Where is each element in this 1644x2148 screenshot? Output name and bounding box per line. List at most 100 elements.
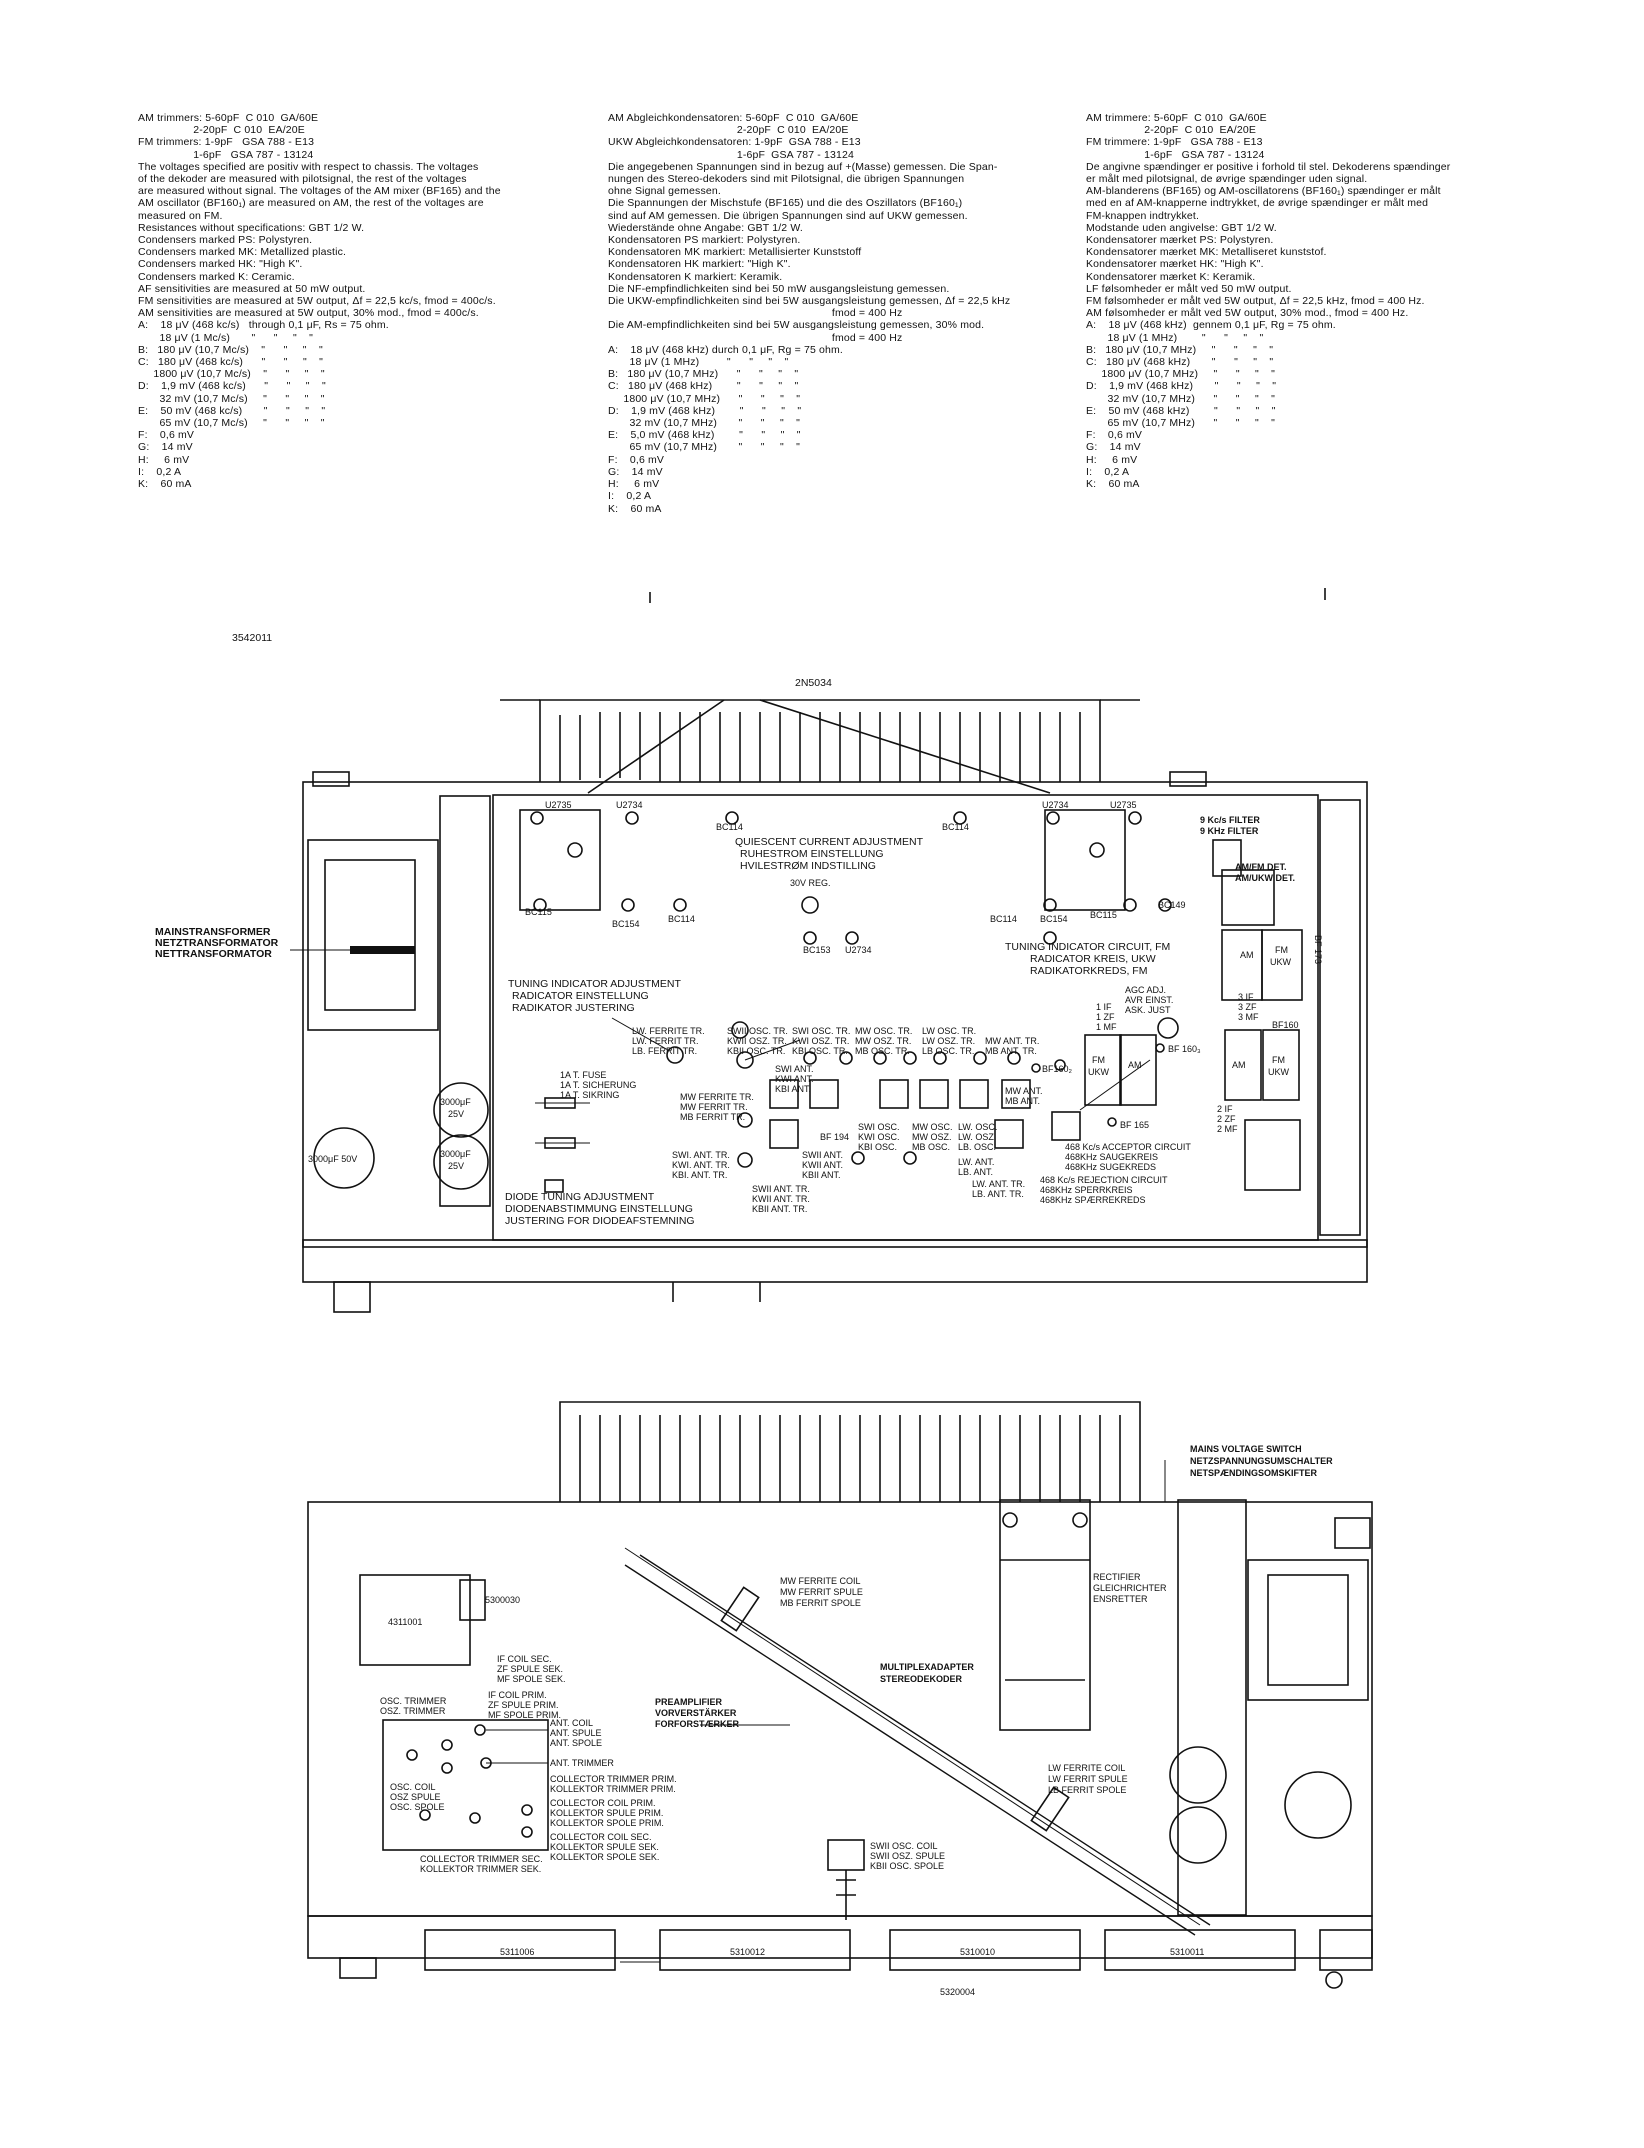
- label-if-coil-sec-3: MF SPOLE SEK.: [497, 1674, 566, 1684]
- label-osc-coil-1: OSC. COIL: [390, 1782, 436, 1792]
- notes-de-line: 1-6pF GSA 787 - 13124: [608, 148, 854, 161]
- notes-da-line: F: 0,6 mV: [1086, 429, 1143, 442]
- label-ant-coil-3: ANT. SPOLE: [550, 1738, 602, 1748]
- label-lw-osc2-1: LW. OSC.: [958, 1122, 997, 1132]
- notes-da-line: G: 14 mV: [1086, 441, 1141, 454]
- label-diode-1: DIODE TUNING ADJUSTMENT: [505, 1191, 655, 1203]
- label-mw-osc-2: MW OSZ. TR.: [855, 1036, 911, 1046]
- label-mains-switch-3: NETSPÆNDINGSOMSKIFTER: [1190, 1468, 1318, 1478]
- label-collector-coil-prim-3: KOLLEKTOR SPOLE PRIM.: [550, 1818, 664, 1828]
- label-mw-ferrite-3: MB FERRIT TR.: [680, 1112, 745, 1122]
- notes-en-line: The voltages specified are positiv with …: [138, 160, 479, 173]
- notes-en-line: AM oscillator (BF160₁) are measured on A…: [138, 197, 484, 210]
- notes-da-line: 65 mV (10,7 MHz) " " " ": [1086, 417, 1275, 430]
- label-ant-coil-1: ANT. COIL: [550, 1718, 593, 1728]
- notes-en-line: Condensers marked K: Ceramic.: [138, 270, 295, 283]
- label-mw-ant-tr-2: MB ANT. TR.: [985, 1046, 1037, 1056]
- notes-de-line: Die AM-empfindlichkeiten sind bei 5W aus…: [608, 319, 985, 332]
- label-fuse-1: 1A T. FUSE: [560, 1070, 606, 1080]
- notes-da-line: FM følsomheder er målt ved 5W output, Δf…: [1086, 295, 1425, 308]
- label-4311001: 4311001: [388, 1617, 422, 1627]
- notes-da-line: FM trimmere: 1-9pF GSA 788 - E13: [1086, 136, 1263, 149]
- notes-en-line: 18 μV (1 Mc/s) " " " ": [138, 331, 314, 344]
- label-cap2: 3000μF 50V: [308, 1154, 357, 1164]
- label-lw-ant-1: LW. ANT.: [958, 1157, 994, 1167]
- notes-da-line: Kondensatorer mærket HK: "High K".: [1086, 258, 1264, 271]
- label-collector-trimmer-prim-2: KOLLEKTOR TRIMMER PRIM.: [550, 1784, 676, 1794]
- label-mw-osc-1: MW OSC. TR.: [855, 1026, 912, 1036]
- notes-en-line: E: 50 mV (468 kc/s) " " " ": [138, 404, 326, 417]
- label-5310011: 5310011: [1170, 1947, 1204, 1957]
- label-mw-osc2-2: MW OSZ.: [912, 1132, 952, 1142]
- label-bc149: BC149: [1158, 900, 1186, 910]
- notes-en-line: FM trimmers: 1-9pF GSA 788 - E13: [138, 136, 315, 149]
- notes-de-line: nungen des Stereo-dekoders sind mit Pilo…: [608, 173, 965, 186]
- notes-en-line: A: 18 μV (468 kc/s) through 0,1 μF, Rs =…: [138, 319, 389, 332]
- label-collector-trimmer-sec-1: COLLECTOR TRIMMER SEC.: [420, 1854, 543, 1864]
- label-lw-ant-2: LB. ANT.: [958, 1167, 993, 1177]
- label-if2-2: 2 ZF: [1217, 1114, 1236, 1124]
- notes-danish: AM trimmere: 5-60pF C 010 GA/60E 2-20pF …: [1086, 112, 1536, 490]
- label-acceptor-2: 468KHz SAUGEKREIS: [1065, 1152, 1158, 1162]
- notes-en-line: Condensers marked PS: Polystyren.: [138, 234, 313, 247]
- notes-en-line: H: 6 mV: [138, 453, 190, 466]
- label-collector-coil-sec-3: KOLLEKTOR SPOLE SEK.: [550, 1852, 659, 1862]
- label-preamp-1: PREAMPLIFIER: [655, 1697, 723, 1707]
- label-filter-2: 9 KHz FILTER: [1200, 826, 1259, 836]
- notes-da-line: AM trimmere: 5-60pF C 010 GA/60E: [1086, 112, 1267, 124]
- notes-en-line: AM sensitivities are measured at 5W outp…: [138, 307, 479, 320]
- label-lw-ant-tr-2: LB. ANT. TR.: [972, 1189, 1024, 1199]
- label-tuning-circuit-3: RADIKATORKREDS, FM: [1030, 965, 1147, 977]
- notes-en-line: Condensers marked HK: "High K".: [138, 258, 303, 271]
- label-collector-coil-prim-1: COLLECTOR COIL PRIM.: [550, 1798, 656, 1808]
- label-mw-ant-1: MW ANT.: [1005, 1086, 1043, 1096]
- label-amfm-det-1: AM/FM DET.: [1235, 862, 1287, 872]
- label-lw-ferrite-coil-3: LB FERRIT SPOLE: [1048, 1785, 1126, 1795]
- label-sw1-osc-2: KWI OSZ. TR.: [792, 1036, 849, 1046]
- label-bc154-b: BC154: [1040, 914, 1068, 924]
- label-rejection-1: 468 Kc/s REJECTION CIRCUIT: [1040, 1175, 1168, 1185]
- label-osc-coil-2: OSZ SPULE: [390, 1792, 441, 1802]
- label-lw-ferrite-2: LW. FERRIT TR.: [632, 1036, 699, 1046]
- notes-da-line: med en af AM-knapperne indtrykket, de øv…: [1086, 197, 1429, 210]
- notes-da-line: A: 18 μV (468 kHz) gennem 0,1 μF, Rg = 7…: [1086, 319, 1336, 332]
- label-sw2-osc-1: SWII OSC. TR.: [727, 1026, 788, 1036]
- label-u2734-left: U2734: [616, 800, 643, 810]
- label-lw-osc-1: LW OSC. TR.: [922, 1026, 976, 1036]
- notes-de-line: E: 5,0 mV (468 kHz) " " " ": [608, 429, 801, 442]
- label-sw2-osc-3: KBII OSC. TR.: [727, 1046, 785, 1056]
- label-if-coil-prim-3: MF SPOLE PRIM.: [488, 1710, 561, 1720]
- label-tuning-adjust-2: RADICATOR EINSTELLUNG: [512, 990, 649, 1002]
- label-am-2: AM: [1232, 1060, 1246, 1070]
- label-agc-2: AVR EINST.: [1125, 995, 1173, 1005]
- label-lw-ferrite-3: LB. FERRIT TR.: [632, 1046, 697, 1056]
- label-5311006: 5311006: [500, 1947, 534, 1957]
- notes-en-line: 32 mV (10,7 Mc/s) " " " ": [138, 392, 325, 405]
- label-sw2-osc-coil-2: SWII OSZ. SPULE: [870, 1851, 945, 1861]
- notes-de-line: fmod = 400 Hz: [608, 307, 903, 320]
- label-sw1-ant-1: SWI ANT.: [775, 1064, 814, 1074]
- label-bf160-3: BF 160₃: [1168, 1044, 1201, 1054]
- label-5320004: 5320004: [940, 1987, 975, 1997]
- label-bc115-b: BC115: [1090, 910, 1117, 920]
- notes-en-line: Resistances without specifications: GBT …: [138, 221, 365, 234]
- notes-de-line: K: 60 mA: [608, 502, 662, 515]
- label-if2-3: 2 MF: [1217, 1124, 1238, 1134]
- label-if3-1: 3 IF: [1238, 992, 1254, 1002]
- label-sw1-ant-tr-3: KBI. ANT. TR.: [672, 1170, 727, 1180]
- label-5310010: 5310010: [960, 1947, 995, 1957]
- label-quiescent-2: RUHESTROM EINSTELLUNG: [740, 848, 884, 860]
- label-preamp-2: VORVERSTÄRKER: [655, 1708, 737, 1718]
- label-bc114-d: BC114: [990, 914, 1017, 924]
- notes-de-line: A: 18 μV (468 kHz) durch 0,1 μF, Rg = 75…: [608, 343, 843, 356]
- label-mw-ferrite-1: MW FERRITE TR.: [680, 1092, 754, 1102]
- label-osc-trimmer-1: OSC. TRIMMER: [380, 1696, 447, 1706]
- label-multiplex-1: MULTIPLEXADAPTER: [880, 1662, 974, 1672]
- label-lw-ant-tr-1: LW. ANT. TR.: [972, 1179, 1025, 1189]
- notes-da-line: LF følsomheder er målt ved 50 mW output.: [1086, 282, 1292, 295]
- notes-en-line: F: 0,6 mV: [138, 429, 195, 442]
- notes-en-line: are measured without signal. The voltage…: [138, 185, 501, 198]
- label-sw2-ant-tr-2: KWII ANT. TR.: [752, 1194, 810, 1204]
- label-bf160: BF160: [1272, 1020, 1299, 1030]
- label-agc-3: ASK. JUST: [1125, 1005, 1171, 1015]
